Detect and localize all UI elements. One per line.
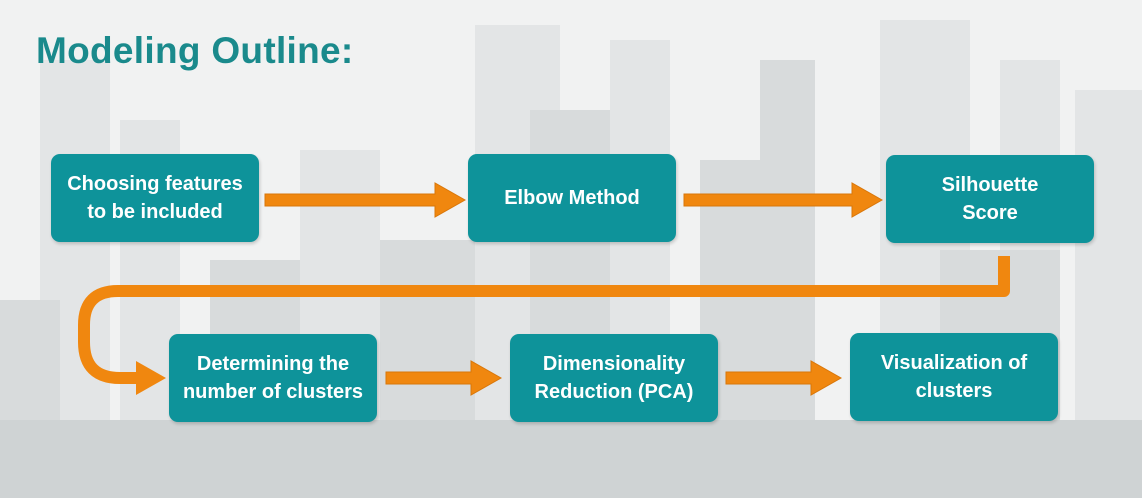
step-label: Silhouette Score [941, 174, 1039, 224]
step-box-pca: Dimensionality Reduction (PCA) [510, 334, 718, 422]
step-label: Dimensionality Reduction (PCA) [534, 353, 694, 403]
step-box-silhouette: Silhouette Score [886, 155, 1094, 243]
step-label: Visualization of clusters [880, 352, 1028, 402]
step-label: Determining the number of clusters [182, 353, 364, 403]
step-label: Choosing features to be included [67, 173, 243, 223]
step-box-number-of-clusters: Determining the number of clusters [169, 334, 377, 422]
page-title: Modeling Outline: [36, 30, 354, 71]
step-box-elbow: Elbow Method [468, 154, 676, 242]
step-label: Elbow Method [504, 187, 640, 209]
step-box-visualization: Visualization of clusters [850, 333, 1058, 421]
step-box-features: Choosing features to be included [51, 154, 259, 242]
